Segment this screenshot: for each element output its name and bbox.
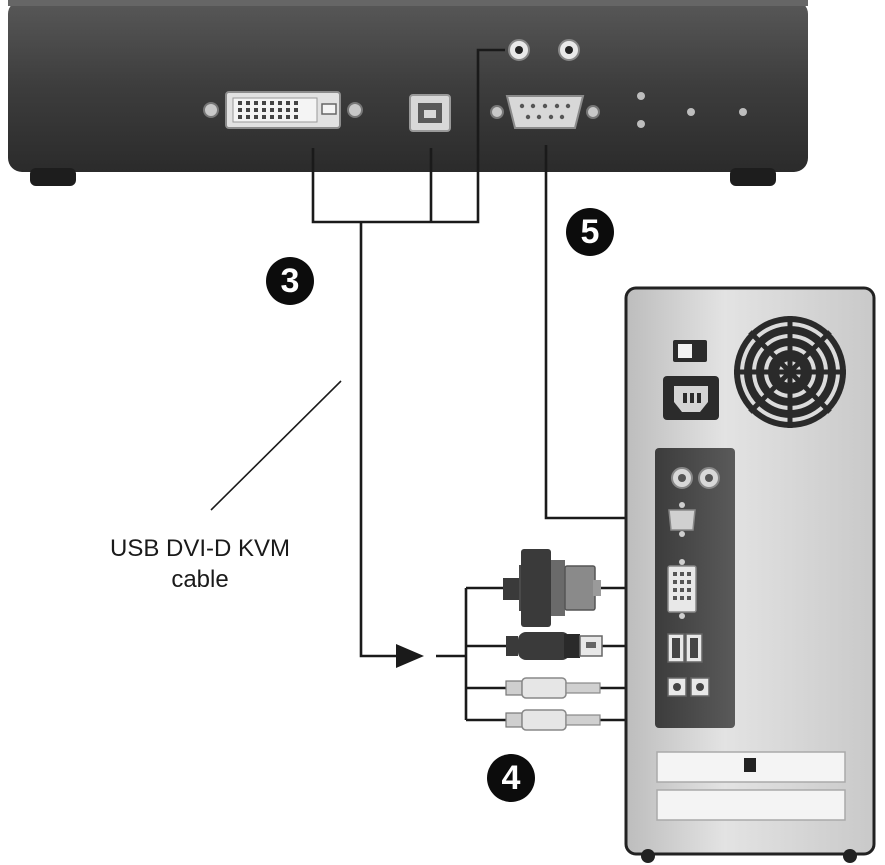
device-foot-right bbox=[730, 168, 776, 186]
computer-audio-ports[interactable] bbox=[667, 677, 710, 697]
tower-foot-right bbox=[843, 849, 857, 863]
cable-label: USB DVI-D KVM cable bbox=[60, 533, 340, 595]
cable-label-line-1: USB DVI-D KVM bbox=[109, 535, 291, 562]
audio-plug-microphone bbox=[505, 709, 601, 731]
dvi-plug bbox=[503, 549, 601, 627]
kvm-cable-lines bbox=[210, 48, 663, 658]
cable-label-line-2: cable bbox=[171, 566, 229, 593]
computer-dvi-port[interactable] bbox=[667, 559, 697, 619]
kvm-device bbox=[8, 0, 808, 186]
power-inlet-icon bbox=[663, 376, 719, 420]
computer-usb-ports[interactable] bbox=[667, 633, 703, 663]
computer-serial-port[interactable] bbox=[668, 502, 696, 537]
usb-a-plug bbox=[506, 632, 603, 660]
device-audio-jacks[interactable] bbox=[508, 39, 580, 61]
ps2-ports[interactable] bbox=[671, 467, 720, 489]
device-foot-left bbox=[30, 168, 76, 186]
computer-tower bbox=[624, 286, 876, 863]
step-4-badge: 4 bbox=[487, 754, 535, 802]
fan-grille-icon bbox=[734, 316, 846, 428]
expansion-slot-bays bbox=[656, 751, 846, 821]
cable-arrow-icon bbox=[396, 644, 424, 668]
step-5-badge: 5 bbox=[566, 208, 614, 256]
step-3-badge: 3 bbox=[266, 257, 314, 305]
tower-foot-left bbox=[641, 849, 655, 863]
device-dvi-port[interactable] bbox=[203, 91, 363, 129]
device-usb-b-port[interactable] bbox=[409, 94, 451, 132]
power-switch-icon[interactable] bbox=[673, 340, 707, 362]
device-serial-port[interactable] bbox=[490, 95, 600, 129]
device-indicator-leds bbox=[637, 92, 747, 128]
audio-plug-speaker bbox=[505, 677, 601, 699]
